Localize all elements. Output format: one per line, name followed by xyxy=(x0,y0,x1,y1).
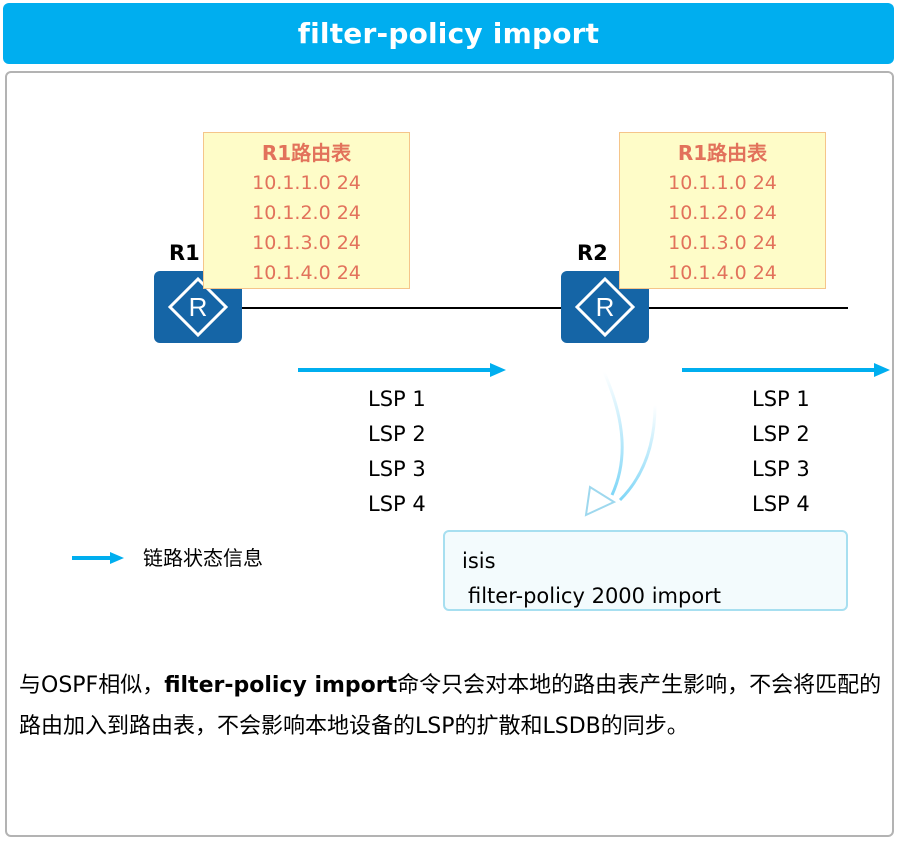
lsp-list-2: LSP 1 LSP 2 LSP 3 LSP 4 xyxy=(752,382,810,522)
lsp-item: LSP 2 xyxy=(752,422,810,446)
svg-text:R: R xyxy=(596,292,615,322)
lsp-item: LSP 3 xyxy=(368,457,426,481)
route-entry: 10.1.1.0 24 xyxy=(668,172,777,194)
lsp-item: LSP 4 xyxy=(368,492,426,516)
lsp-item: LSP 1 xyxy=(752,387,810,411)
route-entry: 10.1.2.0 24 xyxy=(668,202,777,224)
router-r2-icon: R xyxy=(561,271,649,343)
lsp-item: LSP 3 xyxy=(752,457,810,481)
curved-arrow-icon xyxy=(584,371,657,517)
config-line: filter-policy 2000 import xyxy=(468,584,722,608)
routing-table-title: R1路由表 xyxy=(677,141,768,165)
legend-label: 链路状态信息 xyxy=(143,546,263,570)
router-label-r1: R1 xyxy=(169,241,200,265)
config-box: isis filter-policy 2000 import xyxy=(443,530,848,611)
page-title: filter-policy import xyxy=(3,3,894,64)
lsp-item: LSP 4 xyxy=(752,492,810,516)
legend-arrow-icon xyxy=(72,552,124,564)
route-entry: 10.1.3.0 24 xyxy=(668,232,777,254)
lsp-list-1: LSP 1 LSP 2 LSP 3 LSP 4 xyxy=(368,382,426,522)
description-part1: 与OSPF相似， xyxy=(19,673,165,698)
route-entry: 10.1.3.0 24 xyxy=(252,232,361,254)
route-entry: 10.1.4.0 24 xyxy=(252,262,361,284)
lsp-arrow-2 xyxy=(682,363,890,377)
routing-table-title: R1路由表 xyxy=(261,141,352,165)
description-part2: 命令只会对本地的路由表产生影响，不会将匹配的路由加入到路由表，不会影响本地设备的… xyxy=(19,673,882,739)
router-r1-icon: R xyxy=(154,271,242,343)
route-entry: 10.1.4.0 24 xyxy=(668,262,777,284)
lsp-arrow-1 xyxy=(298,363,506,377)
svg-text:R: R xyxy=(189,292,208,322)
route-entry: 10.1.1.0 24 xyxy=(252,172,361,194)
route-entry: 10.1.2.0 24 xyxy=(252,202,361,224)
lsp-item: LSP 1 xyxy=(368,387,426,411)
routing-table-r1: R1路由表 10.1.1.0 24 10.1.2.0 24 10.1.3.0 2… xyxy=(203,132,410,289)
config-line: isis xyxy=(462,549,496,573)
router-label-r2: R2 xyxy=(577,241,608,265)
description-text: 与OSPF相似，filter-policy import命令只会对本地的路由表产… xyxy=(19,665,889,747)
routing-table-r2: R1路由表 10.1.1.0 24 10.1.2.0 24 10.1.3.0 2… xyxy=(619,132,826,289)
lsp-item: LSP 2 xyxy=(368,422,426,446)
description-bold: filter-policy import xyxy=(164,673,398,698)
